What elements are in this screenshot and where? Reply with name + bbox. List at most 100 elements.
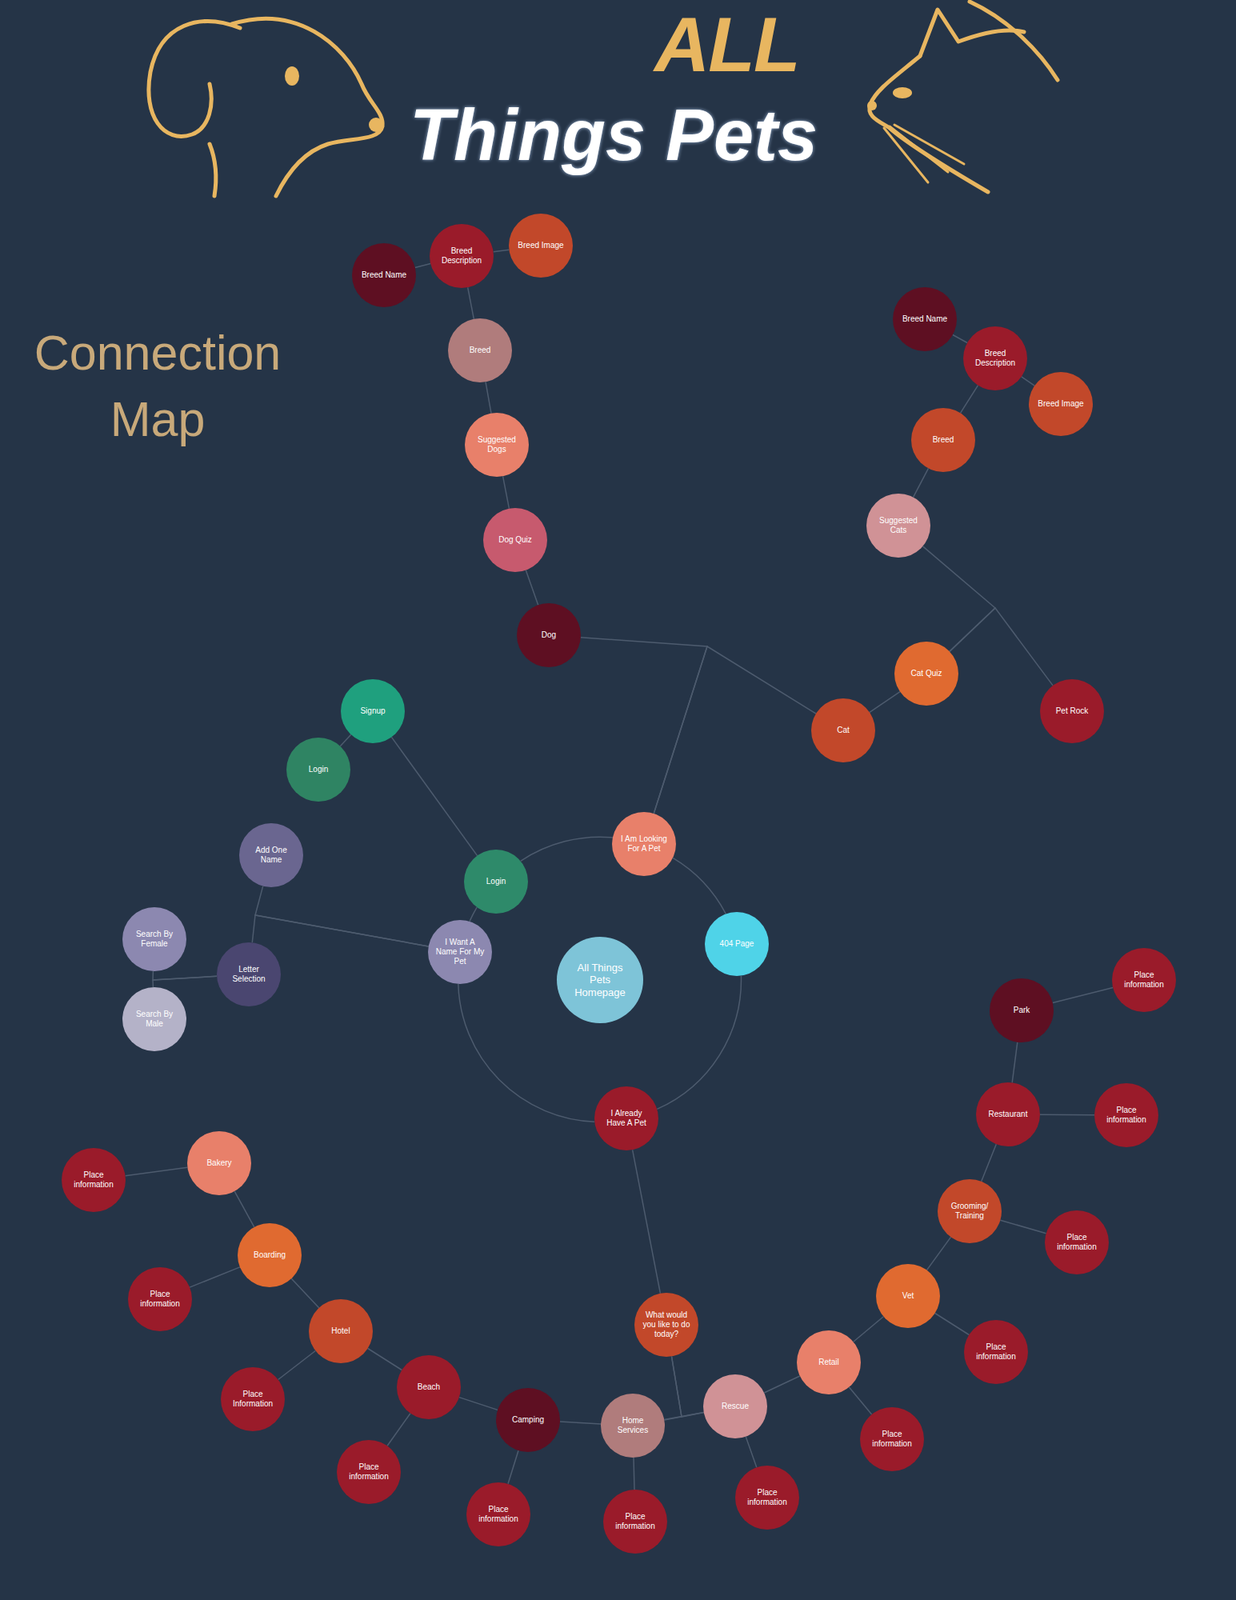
connector-line xyxy=(278,1351,316,1380)
connector-line xyxy=(1012,1042,1018,1084)
connector-line xyxy=(656,976,741,1110)
topic-circle: Park xyxy=(989,978,1054,1043)
circle-fill xyxy=(556,936,644,1024)
topic-circle: Place information xyxy=(1112,948,1176,1012)
connector-line xyxy=(391,736,477,856)
node-label: Place information xyxy=(741,1488,793,1508)
connector-line xyxy=(125,1167,188,1176)
node-label: Retail xyxy=(803,1357,855,1368)
connector-line xyxy=(291,1278,319,1308)
connector-line xyxy=(1021,376,1035,386)
node-label: Place information xyxy=(970,1342,1022,1362)
topic-circle: Place information xyxy=(1094,1083,1159,1148)
circle-fill xyxy=(937,1179,1002,1244)
circle-fill xyxy=(1044,1210,1109,1275)
node-label: I Want A Name For My Pet xyxy=(434,937,486,967)
circle-fill xyxy=(516,603,581,668)
topic-circle: Signup xyxy=(340,679,405,744)
node-label: Pet Rock xyxy=(1046,706,1098,716)
topic-circle: Suggested Cats xyxy=(866,493,931,558)
node-label: Breed Description xyxy=(969,348,1021,368)
topic-circle: Letter Selection xyxy=(216,942,281,1007)
connector-line xyxy=(1040,1114,1095,1116)
topic-circle: Search By Female xyxy=(122,907,187,972)
circle-fill xyxy=(600,1393,665,1458)
dog-neck xyxy=(209,144,216,196)
node-label: Signup xyxy=(347,706,399,716)
connector-line xyxy=(848,1387,872,1415)
connector-line xyxy=(485,381,492,413)
connector-line xyxy=(981,1144,997,1182)
connector-line xyxy=(503,476,510,508)
circle-fill xyxy=(963,326,1028,391)
connector-line xyxy=(927,1236,952,1270)
topic-circle: Place information xyxy=(1044,1210,1109,1275)
circle-fill xyxy=(429,224,494,288)
node-label: Breed Description xyxy=(436,246,488,266)
node-label: Camping xyxy=(502,1415,554,1425)
connector-line xyxy=(949,608,1053,686)
cat-face xyxy=(869,56,988,192)
topic-circle: Dog Quiz xyxy=(483,508,548,572)
topic-circle: Place information xyxy=(336,1440,401,1504)
node-label: I Already Have A Pet xyxy=(600,1108,652,1128)
topic-circle: Grooming/ Training xyxy=(937,1179,1002,1244)
connector-line xyxy=(520,836,613,861)
node-label: Place information xyxy=(866,1429,918,1449)
connector-line xyxy=(913,468,929,497)
circle-fill xyxy=(122,987,187,1052)
circle-fill xyxy=(1040,679,1104,744)
dog-ear xyxy=(148,21,240,137)
node-label: Hotel xyxy=(315,1326,367,1336)
topic-circle: Login xyxy=(464,849,528,914)
circle-fill xyxy=(594,1086,659,1151)
node-label: Dog Quiz xyxy=(489,535,541,545)
circle-fill xyxy=(1094,1083,1159,1148)
node-label: Search By Male xyxy=(128,1009,180,1029)
connector-line xyxy=(672,857,726,914)
node-label: What would you like to do today? xyxy=(640,1310,692,1340)
topic-circle: Place information xyxy=(735,1465,800,1530)
circle-fill xyxy=(122,907,187,972)
topic-circle: What would you like to do today? xyxy=(634,1292,699,1357)
cat-back xyxy=(969,1,1058,80)
logo-text: Things Pets xyxy=(409,96,818,176)
circle-fill xyxy=(187,1131,252,1196)
circle-fill xyxy=(483,508,548,572)
topic-circle: Suggested Dogs xyxy=(464,412,529,477)
connector-line xyxy=(580,637,708,814)
node-label: Place information xyxy=(343,1462,395,1482)
circle-fill xyxy=(892,287,957,352)
connector-line xyxy=(653,646,816,814)
circle-fill xyxy=(603,1489,668,1554)
connector-line xyxy=(234,1191,255,1228)
dog-head xyxy=(232,18,383,196)
topic-circle: Login xyxy=(286,737,351,802)
topic-circle: Dog xyxy=(516,603,581,668)
topic-circle: Hotel xyxy=(308,1299,373,1364)
topic-circle: Place information xyxy=(128,1267,192,1332)
topic-circle: Cat xyxy=(811,698,876,763)
circle-fill xyxy=(811,698,876,763)
topic-circle: I Want A Name For My Pet xyxy=(428,920,492,984)
connector-line xyxy=(255,886,429,947)
topic-circle: Breed xyxy=(911,408,976,472)
node-label: Breed xyxy=(454,345,506,356)
connector-line xyxy=(764,1376,800,1393)
connector-line xyxy=(745,1436,757,1468)
node-label: Vet xyxy=(882,1291,934,1301)
map-title: Connection Map xyxy=(8,320,308,453)
topic-circle: Place information xyxy=(603,1489,668,1554)
node-label: All Things Pets Homepage xyxy=(565,961,635,1000)
topic-circle: Retail xyxy=(796,1330,861,1395)
connector-line xyxy=(252,915,428,947)
topic-circle: Restaurant xyxy=(976,1082,1040,1147)
circle-fill xyxy=(286,737,351,802)
node-label: Cat Quiz xyxy=(900,668,952,679)
node-label: Rescue xyxy=(709,1401,761,1412)
connector-line xyxy=(415,264,431,268)
topic-circle: Breed Description xyxy=(963,326,1028,391)
node-label: Park xyxy=(996,1005,1048,1016)
circle-fill xyxy=(508,213,573,278)
topic-circle: Rescue xyxy=(703,1374,768,1439)
